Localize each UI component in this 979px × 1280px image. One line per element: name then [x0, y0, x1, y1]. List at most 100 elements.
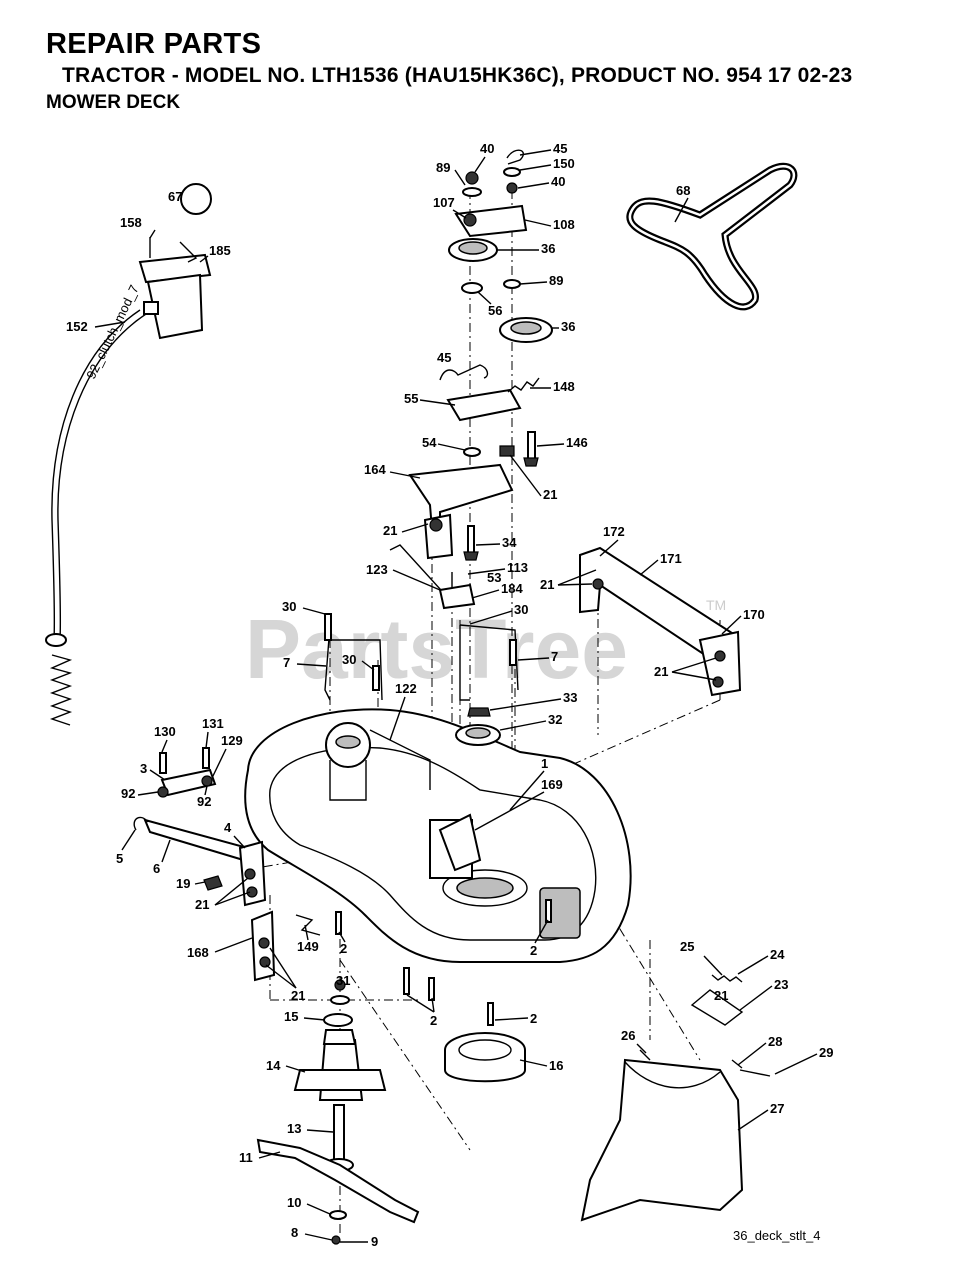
- callout-13: 13: [287, 1121, 301, 1136]
- callout-152: 152: [66, 319, 88, 334]
- callout-89: 89: [436, 160, 450, 175]
- callout-21f: 21: [291, 988, 305, 1003]
- callout-169: 169: [541, 777, 563, 792]
- callout-32: 32: [548, 712, 562, 727]
- callout-28: 28: [768, 1034, 782, 1049]
- discharge-chute: [580, 974, 771, 1222]
- callout-2c: 2: [430, 1013, 437, 1028]
- callout-168: 168: [187, 945, 209, 960]
- idler-bracket: [408, 463, 514, 561]
- cable-marking: 92_clutch_mod_7: [83, 282, 141, 381]
- callout-21: 21: [543, 487, 557, 502]
- callout-2: 2: [340, 941, 347, 956]
- callout-172: 172: [603, 524, 625, 539]
- callout-131: 131: [202, 716, 224, 731]
- callout-171: 171: [660, 551, 682, 566]
- callout-108: 108: [553, 217, 575, 232]
- idler-arm: [439, 364, 540, 467]
- callout-24: 24: [770, 947, 785, 962]
- callout-19: 19: [176, 876, 190, 891]
- callout-11: 11: [239, 1150, 253, 1165]
- left-hanger: [133, 747, 267, 907]
- callout-68: 68: [676, 183, 690, 198]
- callout-21e: 21: [195, 897, 209, 912]
- callout-107: 107: [433, 195, 455, 210]
- mower-blade: [256, 1138, 420, 1245]
- callout-15: 15: [284, 1009, 298, 1024]
- callout-7b: 7: [551, 649, 558, 664]
- callout-7: 7: [283, 655, 290, 670]
- callout-164: 164: [364, 462, 386, 477]
- callout-16: 16: [549, 1058, 563, 1073]
- idler-pulley-stack: [448, 149, 553, 343]
- callout-54: 54: [422, 435, 437, 450]
- callout-26: 26: [621, 1028, 635, 1043]
- callout-113: 113: [507, 560, 528, 575]
- callout-53: 53: [487, 570, 501, 585]
- drive-belt: [626, 162, 798, 311]
- watermark: PartsTree: [245, 602, 628, 696]
- callout-89b: 89: [549, 273, 563, 288]
- callout-36: 36: [541, 241, 555, 256]
- callout-122: 122: [395, 681, 417, 696]
- callout-21b: 21: [383, 523, 397, 538]
- callout-25: 25: [680, 939, 694, 954]
- callout-8: 8: [291, 1225, 298, 1240]
- callout-92: 92: [121, 786, 135, 801]
- callout-40b: 40: [551, 174, 565, 189]
- brake-link: [389, 544, 476, 610]
- leader-lines: [94, 149, 818, 1243]
- callout-56: 56: [488, 303, 502, 318]
- callout-150: 150: [553, 156, 575, 171]
- page-title: REPAIR PARTS: [46, 28, 262, 60]
- callout-33: 33: [563, 690, 577, 705]
- callout-1: 1: [541, 756, 548, 771]
- callout-55: 55: [404, 391, 418, 406]
- callout-45b: 45: [437, 350, 451, 365]
- callout-130: 130: [154, 724, 176, 739]
- callout-148: 148: [553, 379, 575, 394]
- callout-185: 185: [209, 243, 231, 258]
- callout-184: 184: [501, 581, 523, 596]
- rear-bracket: [250, 899, 552, 1026]
- callout-6: 6: [153, 861, 160, 876]
- callout-30c: 30: [342, 652, 356, 667]
- callout-labels: 40 45 89 150 40 107 108 36 89 56 36 67 1…: [66, 141, 833, 1249]
- callout-9: 9: [371, 1234, 378, 1249]
- callout-2d: 2: [530, 1011, 537, 1026]
- callout-45: 45: [553, 141, 567, 156]
- callout-92b: 92: [197, 794, 211, 809]
- callout-4: 4: [224, 820, 232, 835]
- mower-deck: [244, 708, 632, 963]
- callout-40: 40: [480, 141, 494, 156]
- callout-149: 149: [297, 939, 319, 954]
- spindle-assembly: [293, 979, 387, 1172]
- callout-146: 146: [566, 435, 588, 450]
- callout-21g: 21: [714, 988, 728, 1003]
- callout-5: 5: [116, 851, 123, 866]
- callout-27: 27: [770, 1101, 784, 1116]
- callout-10: 10: [287, 1195, 301, 1210]
- callout-31: 31: [336, 973, 350, 988]
- callout-36b: 36: [561, 319, 575, 334]
- callout-2b: 2: [530, 943, 537, 958]
- callout-158: 158: [120, 215, 142, 230]
- callout-34: 34: [502, 535, 517, 550]
- spindle-guard: [444, 1032, 526, 1083]
- callout-67: 67: [168, 189, 182, 204]
- callout-29: 29: [819, 1045, 833, 1060]
- callout-3: 3: [140, 761, 147, 776]
- lift-links: [324, 613, 519, 701]
- callout-170: 170: [743, 607, 765, 622]
- callout-123: 123: [366, 562, 388, 577]
- callout-129: 129: [221, 733, 243, 748]
- callout-14: 14: [266, 1058, 281, 1073]
- clutch-control: 92_clutch_mod_7: [45, 183, 212, 726]
- deck-pulley: [455, 707, 501, 746]
- watermark-tm: TM: [706, 597, 726, 613]
- section-title: MOWER DECK: [46, 92, 181, 113]
- callout-30b: 30: [514, 602, 528, 617]
- drawing-id: 36_deck_stlt_4: [733, 1228, 820, 1243]
- callout-30: 30: [282, 599, 296, 614]
